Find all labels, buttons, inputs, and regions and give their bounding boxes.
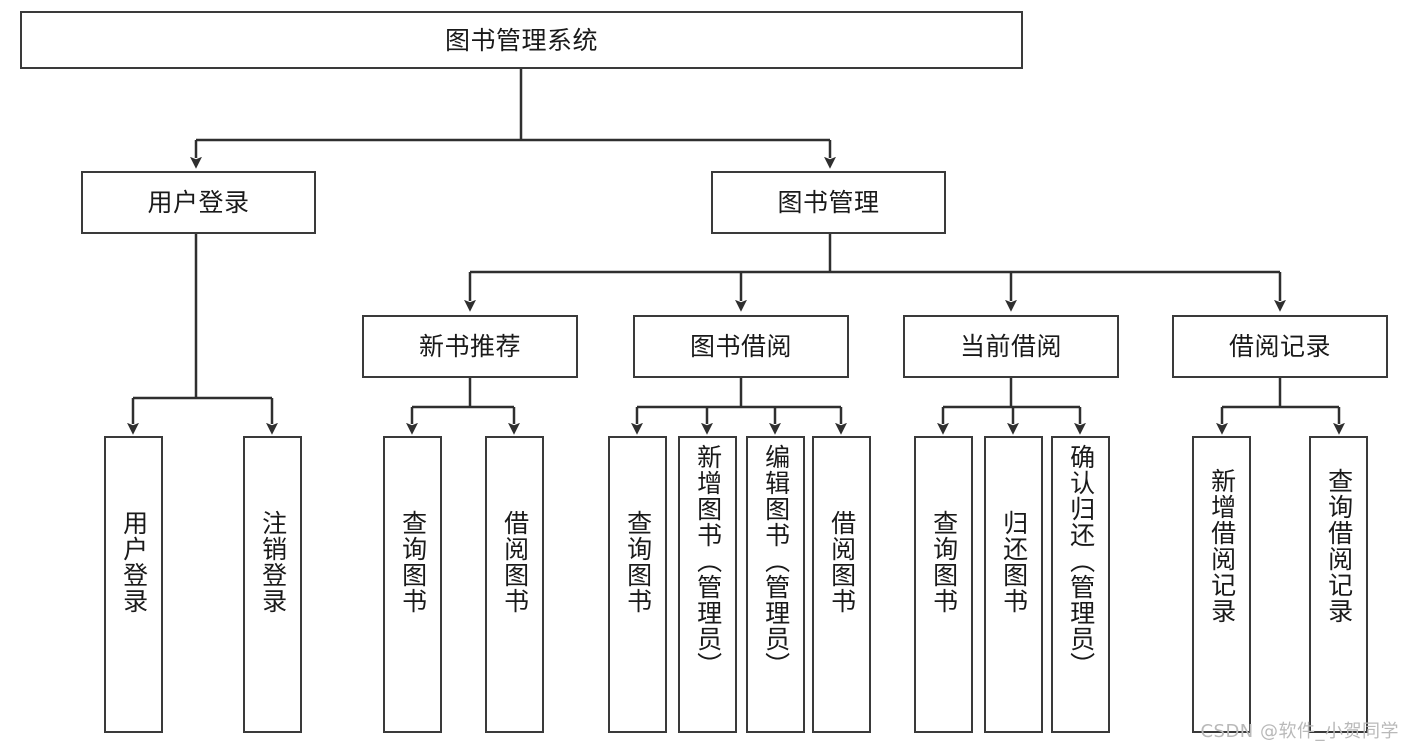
leaf-borrow-book-2-label: 借阅图书 (827, 510, 857, 614)
leaf-query-record[interactable]: 查询借阅记录 (1309, 436, 1368, 733)
leaf-borrow-book-1-label: 借阅图书 (500, 510, 530, 614)
leaf-add-book-label: 新增图书（管理员） (693, 444, 723, 678)
leaf-user-login[interactable]: 用户登录 (104, 436, 163, 733)
node-book-manage[interactable]: 图书管理 (711, 171, 946, 234)
leaf-add-record[interactable]: 新增借阅记录 (1192, 436, 1251, 733)
node-user-login[interactable]: 用户登录 (81, 171, 316, 234)
leaf-user-login-label: 用户登录 (119, 510, 149, 614)
leaf-borrow-book-2[interactable]: 借阅图书 (812, 436, 871, 733)
leaf-user-logout-label: 注销登录 (258, 510, 288, 614)
node-current-borrow[interactable]: 当前借阅 (903, 315, 1119, 378)
leaf-edit-book[interactable]: 编辑图书（管理员） (746, 436, 805, 733)
leaf-return-book[interactable]: 归还图书 (984, 436, 1043, 733)
leaf-query-book-1[interactable]: 查询图书 (383, 436, 442, 733)
node-book-manage-label: 图书管理 (777, 188, 880, 217)
leaf-query-book-1-label: 查询图书 (398, 510, 428, 614)
node-borrow-record-label: 借阅记录 (1228, 332, 1331, 361)
leaf-return-book-label: 归还图书 (999, 510, 1029, 614)
node-user-login-label: 用户登录 (147, 188, 250, 217)
leaf-query-record-label: 查询借阅记录 (1324, 468, 1354, 624)
node-new-book-rec[interactable]: 新书推荐 (362, 315, 578, 378)
leaf-edit-book-label: 编辑图书（管理员） (761, 444, 791, 678)
leaf-confirm-return-label: 确认归还（管理员） (1066, 444, 1096, 678)
leaf-query-book-3[interactable]: 查询图书 (914, 436, 973, 733)
leaf-confirm-return[interactable]: 确认归还（管理员） (1051, 436, 1110, 733)
watermark: CSDN @软件_小贺同学 (1200, 721, 1399, 742)
node-current-borrow-label: 当前借阅 (959, 332, 1062, 361)
node-new-book-rec-label: 新书推荐 (418, 332, 521, 361)
leaf-query-book-2[interactable]: 查询图书 (608, 436, 667, 733)
node-root-label: 图书管理系统 (444, 25, 598, 55)
node-book-borrow[interactable]: 图书借阅 (633, 315, 849, 378)
leaf-borrow-book-1[interactable]: 借阅图书 (485, 436, 544, 733)
node-book-borrow-label: 图书借阅 (689, 332, 792, 361)
leaf-query-book-2-label: 查询图书 (623, 510, 653, 614)
leaf-user-logout[interactable]: 注销登录 (243, 436, 302, 733)
node-borrow-record[interactable]: 借阅记录 (1172, 315, 1388, 378)
leaf-add-record-label: 新增借阅记录 (1207, 468, 1237, 624)
leaf-add-book[interactable]: 新增图书（管理员） (678, 436, 737, 733)
node-root[interactable]: 图书管理系统 (20, 11, 1023, 69)
leaf-query-book-3-label: 查询图书 (929, 510, 959, 614)
